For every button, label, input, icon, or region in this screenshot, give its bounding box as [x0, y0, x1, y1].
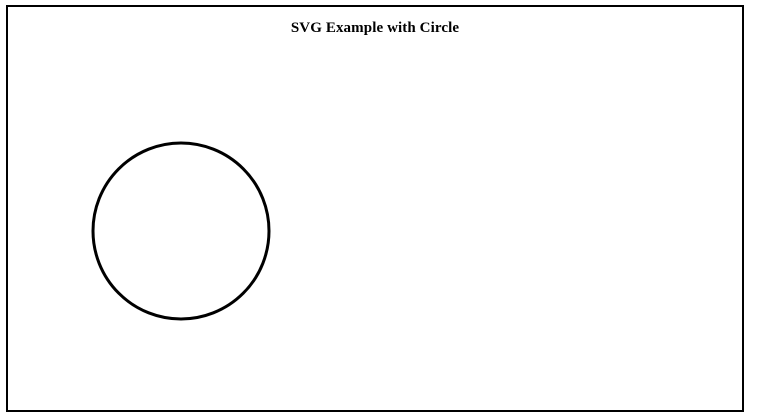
- page-title: SVG Example with Circle: [290, 20, 460, 36]
- svg-border-frame: [6, 5, 744, 412]
- circle-shape: [91, 141, 271, 321]
